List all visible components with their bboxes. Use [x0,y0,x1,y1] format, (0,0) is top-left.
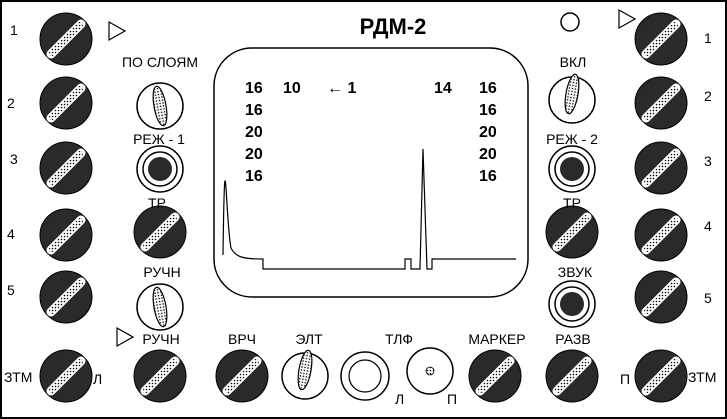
crt-screen [213,47,529,298]
right-channel-2: 2 [704,88,712,104]
razv-label: РАЗВ [555,331,591,347]
triangle-marker-bottom-left [116,326,135,348]
zvuk-button[interactable] [548,280,596,328]
tr-right-label: ТР [563,195,581,211]
screen-left-value-1: 16 [245,80,263,97]
left-knob-2[interactable] [40,77,92,129]
ruchn-mid-label: РУЧН [143,264,181,280]
elt-label: ЭЛТ [295,331,323,347]
vrch-label: ВРЧ [227,331,257,347]
screen-left-value-4: 20 [245,146,263,163]
right-channel-3: 3 [704,153,712,169]
left-channel-5: 5 [7,282,15,298]
screen-right-value-1: 16 [479,80,497,97]
ztm-left-label: ЗТМ [4,369,33,385]
vkl-toggle[interactable] [548,73,596,124]
screen-left-value-5: 16 [245,168,263,185]
elt-toggle[interactable] [281,349,329,400]
l-left-label: Л [93,371,103,387]
device-title: РДМ-2 [359,14,427,39]
left-knob-1[interactable] [40,13,92,65]
left-channel-3: 3 [10,151,18,167]
vkl-label: ВКЛ [559,54,587,70]
left-channel-4: 4 [7,226,15,242]
po-sloyam-label: ПО СЛОЯМ [121,54,199,70]
ruchn-knob[interactable] [134,350,186,402]
screen-right-value-4: 20 [479,146,497,163]
rezh1-label: РЕЖ - 1 [133,131,185,147]
triangle-marker-right-top [618,8,637,30]
triangle-marker-left-top [108,20,127,42]
screen-left-value-2: 16 [245,102,263,119]
tr-left-label: ТР [148,195,166,211]
ruchn-bottom-label: РУЧН [142,331,180,347]
right-knob-2[interactable] [635,77,687,129]
tlf-p-label: П [447,391,458,407]
marker-label: МАРКЕР [468,331,526,347]
p-right-label: П [620,371,631,387]
screen-right-value-5: 16 [479,168,497,185]
tlf-socket-2[interactable] [406,347,454,395]
right-knob-5[interactable] [635,271,687,323]
right-channel-4: 4 [704,218,712,234]
screen-left-value-3: 20 [245,124,263,141]
right-knob-1[interactable] [635,13,687,65]
oscillogram-trace [222,148,516,270]
screen-right-value-3: 20 [479,124,497,141]
screen-arrow-value: ← 1 [327,80,357,97]
right-knob-ztm[interactable] [635,350,687,402]
tr-left-knob[interactable] [134,206,186,258]
rezh2-label: РЕЖ - 2 [546,131,598,147]
rezh1-button[interactable] [136,145,184,193]
rezh2-button[interactable] [548,145,596,193]
right-knob-4[interactable] [635,209,687,261]
ruchn-toggle[interactable] [136,283,184,331]
screen-top-value-10: 10 [283,80,301,97]
screen-right-value-2: 16 [479,102,497,119]
left-knob-4[interactable] [40,209,92,261]
left-knob-5[interactable] [40,271,92,323]
tlf-label: ТЛФ [385,331,413,347]
left-channel-1: 1 [10,22,18,38]
tr-right-knob[interactable] [546,206,598,258]
left-knob-3[interactable] [40,142,92,194]
po-sloyam-toggle[interactable] [136,82,184,130]
right-channel-1: 1 [704,30,712,46]
tlf-socket-1 [340,351,390,401]
vrch-knob[interactable] [216,350,268,402]
screen-top-value-14: 14 [434,80,452,97]
right-knob-3[interactable] [635,142,687,194]
tlf-l-label: Л [395,391,405,407]
right-channel-5: 5 [704,290,712,306]
marker-knob[interactable] [469,350,521,402]
left-channel-2: 2 [7,95,15,111]
power-indicator-lamp [560,12,580,32]
razv-knob[interactable] [546,350,598,402]
zvuk-label: ЗВУК [557,264,593,280]
ztm-right-label: ЗТМ [688,369,717,385]
left-knob-ztm[interactable] [40,350,92,402]
